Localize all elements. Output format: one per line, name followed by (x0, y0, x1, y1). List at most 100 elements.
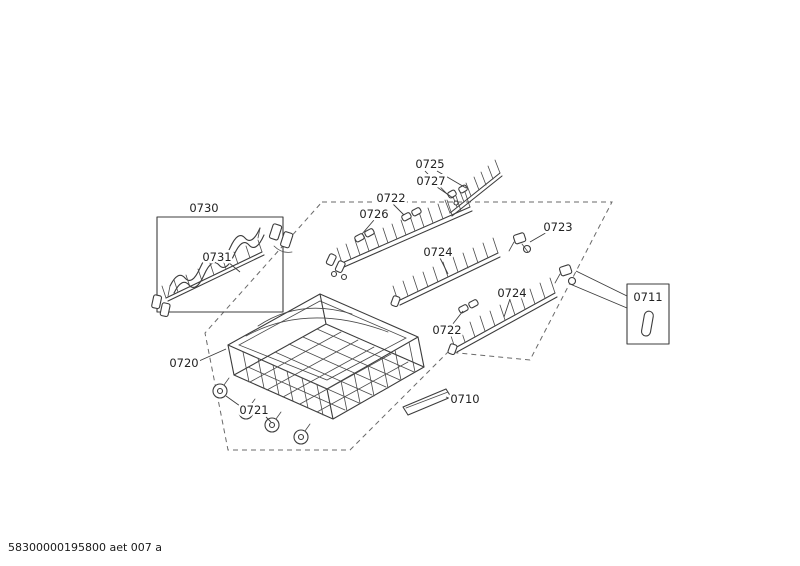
wheel-stem (249, 398, 256, 407)
label-0731: 0731 (202, 250, 231, 264)
comb-tines (161, 239, 263, 299)
part-0723-bracket (508, 232, 532, 254)
wheel-hub (216, 387, 224, 395)
part-0722-upper-clip (401, 207, 422, 222)
leader-0722-lower (451, 310, 464, 326)
tine-row-tines (444, 159, 501, 214)
label-0726: 0726 (359, 207, 388, 221)
strip-outline (402, 388, 452, 416)
label-0710: 0710 (450, 392, 479, 406)
leader-0726 (361, 219, 375, 235)
tine-row-tines (449, 277, 556, 349)
basket-side-wires-right (340, 341, 416, 412)
leader-0731 (227, 261, 241, 273)
part-labels: 0730 0731 0725 0727 0722 0726 0723 0724 … (167, 155, 665, 420)
leader-0725-a (424, 170, 449, 196)
label-0730: 0730 (189, 201, 218, 215)
assembly-boundary-dashed (204, 201, 613, 451)
tine-row-base (449, 172, 503, 217)
clip (458, 304, 469, 314)
wheel-hub (297, 433, 305, 441)
part-0726-clip (354, 228, 375, 243)
leader-0725-b (436, 170, 467, 189)
part-0727-clips (447, 184, 468, 206)
label-0721: 0721 (239, 403, 268, 417)
tine-row-tines (392, 237, 499, 302)
label-0722-lower: 0722 (432, 323, 461, 337)
leader-0727 (436, 186, 454, 199)
cap-part (640, 310, 654, 337)
frame-bracket-right (268, 223, 294, 249)
bracket-plate (159, 302, 171, 318)
hinge-plate (334, 260, 346, 274)
wheel-stem (223, 377, 230, 386)
clip-pin (453, 200, 459, 206)
bracket-plate (280, 231, 294, 249)
wheel (293, 423, 311, 445)
leader-0710 (445, 396, 452, 400)
bracket-arm (554, 273, 561, 284)
leader-0724-lower (503, 298, 511, 318)
leader-0720 (198, 348, 227, 362)
document-code: 58300000195800 aet 007 a (8, 541, 163, 554)
leader-0721-a (225, 395, 241, 407)
part-0731-comb (161, 239, 265, 302)
leader-0724-upper (439, 257, 449, 275)
hinge-pin (330, 270, 338, 278)
hinge-pin (340, 273, 348, 281)
leader-0721-b (265, 416, 272, 423)
clip (364, 228, 375, 238)
label-0724-upper: 0724 (423, 245, 452, 259)
label-0727: 0727 (416, 174, 445, 188)
wheel (212, 377, 230, 399)
tine-row-0725 (444, 159, 503, 217)
bracket-plate (151, 294, 163, 310)
wheel (264, 411, 282, 433)
tine-row-0726 (325, 191, 473, 281)
handle-end-posts (167, 227, 261, 297)
row-end-cap (447, 343, 458, 356)
tine-row-base (454, 292, 558, 353)
detail-box (626, 283, 670, 345)
strip-inner-line (405, 391, 449, 409)
part-0730-frame-box (156, 216, 284, 313)
leader-0711-a (575, 270, 628, 297)
wheel-stem (275, 411, 282, 420)
bracket-roller (567, 276, 577, 286)
bracket-roller (522, 244, 532, 254)
part-0730-assembly (151, 216, 294, 318)
row-end-cap (390, 295, 401, 308)
basket-rim-inner (238, 300, 407, 381)
basket-inner-wire-arcs (245, 307, 389, 337)
label-0711: 0711 (633, 290, 662, 304)
basket-0720 (227, 293, 425, 420)
leader-0711-b (569, 283, 628, 309)
leader-0723 (529, 230, 550, 243)
tine-row-base (397, 252, 501, 306)
basket-corner-posts (227, 293, 425, 420)
clip (468, 299, 479, 309)
wheels-0721 (212, 377, 311, 445)
label-0720: 0720 (169, 356, 198, 370)
tine-row-0724-upper (390, 237, 501, 308)
bracket-arm (508, 241, 529, 253)
leader-0722-upper (392, 203, 405, 216)
rail-end-bracket (554, 264, 577, 286)
bracket-plate (512, 232, 527, 245)
clip (411, 207, 422, 217)
bracket-plate (558, 264, 573, 277)
label-0724-lower: 0724 (497, 286, 526, 300)
label-0725: 0725 (415, 157, 444, 171)
hinge-parts (325, 253, 348, 281)
wheel (238, 398, 256, 420)
basket-floor-grid-b (247, 328, 415, 411)
label-0722-upper: 0722 (376, 191, 405, 205)
label-0723: 0723 (543, 220, 572, 234)
bracket-plate (268, 223, 283, 241)
tine-row-0724-lower (447, 277, 558, 356)
handle-wire-bottom (173, 234, 265, 294)
leader-lines (198, 170, 628, 423)
part-0711-box (626, 283, 670, 345)
